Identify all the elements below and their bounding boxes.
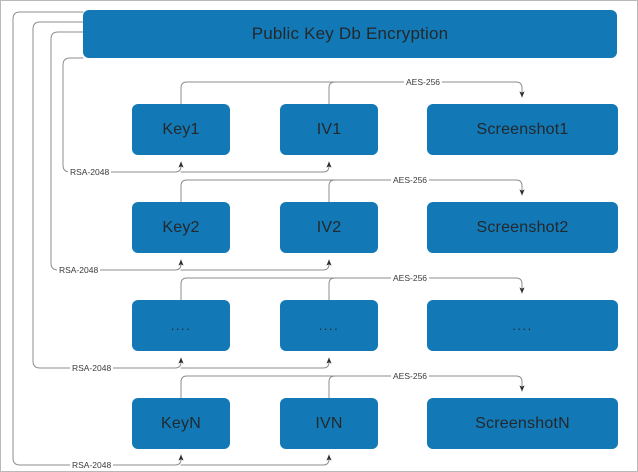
rsa-bracket-row2 [50,31,139,271]
node-public-key-db-encryption[interactable]: Public Key Db Encryption [83,10,617,58]
node-iv-2-label: IV2 [316,218,342,236]
rsa-edge-row2-iv [180,259,332,271]
rsa-edge-row3-key [137,357,184,369]
node-screenshot-n[interactable]: ScreenshotN [427,398,618,449]
aes-edge-row2-key [180,179,525,203]
node-iv-1[interactable]: IV1 [280,104,378,155]
edge-label-aes-row3: AES-256 [391,273,430,283]
edge-label-aes-row2: AES-256 [391,175,430,185]
node-screenshot-n-label: ScreenshotN [475,414,570,432]
edge-label-aes-row4: AES-256 [391,371,430,381]
node-header-label: Public Key Db Encryption [251,24,449,43]
aes-edge-row3-key [180,277,525,301]
rsa-bracket-row4 [12,11,139,466]
edge-label-aes-row1: AES-256 [404,77,443,87]
node-screenshot-1-label: Screenshot1 [476,120,569,138]
aes-edge-row3-iv [328,277,401,301]
aes-edge-row1-key [180,81,525,105]
node-key-n-label: KeyN [161,414,201,432]
node-key-2-label: Key2 [162,218,200,236]
node-key-ellipsis[interactable]: .... [132,300,230,351]
node-screenshot-2[interactable]: Screenshot2 [427,202,618,253]
node-iv-2[interactable]: IV2 [280,202,378,253]
rsa-bracket-row3 [32,21,139,369]
edge-label-rsa-row1: RSA-2048 [68,167,112,177]
node-iv-1-label: IV1 [316,120,342,138]
node-key-ellipsis-label: .... [170,318,192,333]
rsa-edge-row4-key [137,454,184,466]
edge-label-rsa-row4: RSA-2048 [70,460,114,470]
aes-edge-row1-iv [328,81,401,105]
rsa-edge-row3-iv [180,357,332,369]
node-screenshot-2-label: Screenshot2 [476,218,569,236]
node-iv-n[interactable]: IVN [280,398,378,449]
node-key-2[interactable]: Key2 [132,202,230,253]
aes-edge-row2-iv [328,179,401,203]
edge-label-rsa-row2: RSA-2048 [57,265,101,275]
aes-edge-row4-key [180,375,525,399]
rsa-edge-row1-key [137,161,184,173]
rsa-bracket-row1 [62,57,139,173]
aes-edge-row4-iv [328,375,401,399]
node-screenshot-ellipsis-label: .... [512,318,533,333]
node-key-1-label: Key1 [162,120,200,138]
node-screenshot-ellipsis[interactable]: .... [427,300,618,351]
node-iv-ellipsis[interactable]: .... [280,300,378,351]
edge-label-rsa-row3: RSA-2048 [70,363,114,373]
rsa-edge-row1-iv [180,161,332,173]
rsa-edge-row2-key [137,259,184,271]
rsa-edge-row4-iv [180,454,332,466]
node-key-n[interactable]: KeyN [132,398,230,449]
node-key-1[interactable]: Key1 [132,104,230,155]
node-screenshot-1[interactable]: Screenshot1 [427,104,618,155]
node-iv-ellipsis-label: .... [318,318,340,333]
node-iv-n-label: IVN [315,414,343,432]
